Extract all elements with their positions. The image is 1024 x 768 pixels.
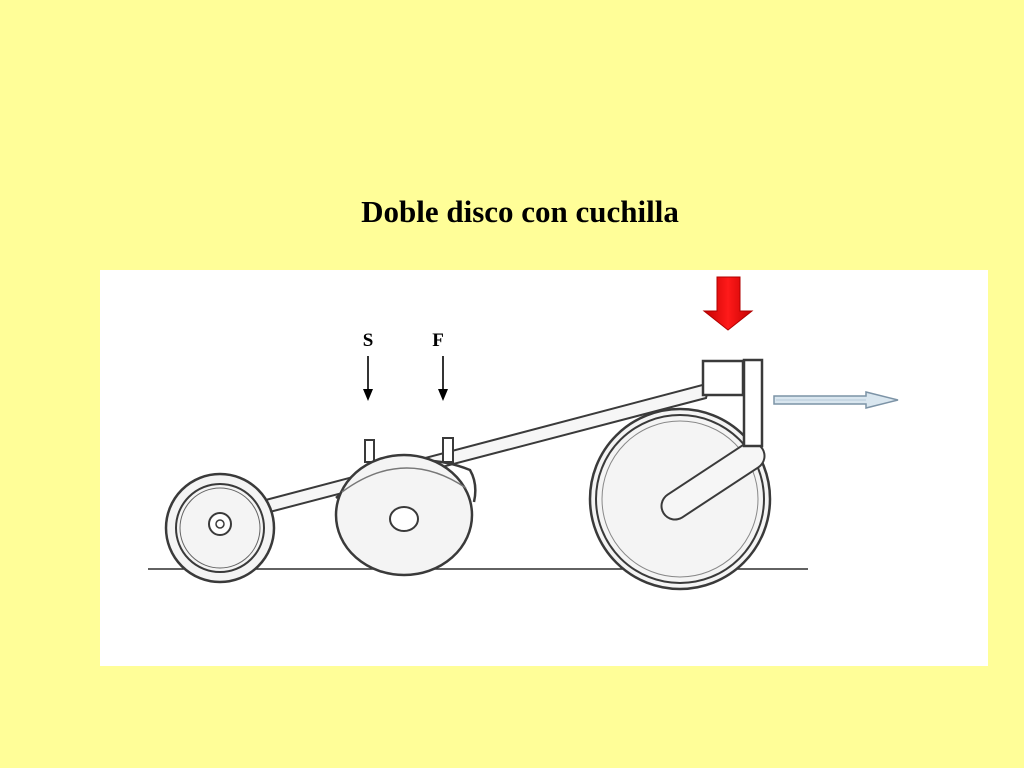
right-arrow-icon	[773, 391, 899, 409]
diagram-panel: S F	[100, 270, 988, 666]
coulter-shank	[742, 358, 764, 448]
label-f: F	[432, 330, 444, 351]
double-disc-opener	[334, 453, 477, 577]
label-s: S	[363, 330, 374, 351]
press-wheel	[164, 472, 276, 584]
planter-diagram: S F	[148, 276, 899, 591]
down-arrow-icon	[702, 276, 754, 331]
slide-title: Doble disco con cuchilla	[361, 194, 679, 229]
seed-tube	[364, 439, 375, 463]
fertilizer-tube	[442, 437, 454, 463]
seed-drop-arrow	[363, 356, 373, 401]
hitch-block	[701, 359, 745, 397]
fertilizer-drop-arrow	[438, 356, 448, 401]
